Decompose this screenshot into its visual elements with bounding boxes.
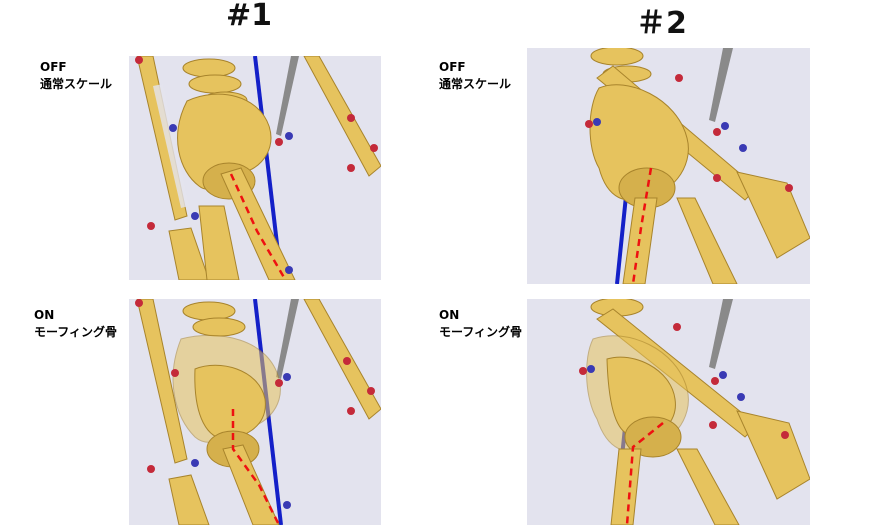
markers — [135, 299, 375, 509]
dashed-line — [625, 422, 664, 525]
instrument — [709, 299, 733, 369]
row-label-on-2: ON モーフィング骨 — [439, 307, 522, 341]
state-text: ON — [439, 308, 460, 322]
column-header-1: #1 — [226, 0, 273, 33]
left-arm — [136, 299, 210, 525]
femur — [610, 448, 740, 525]
row-label-on-1: ON モーフィング骨 — [34, 307, 117, 341]
instrument — [276, 56, 299, 136]
dashed-line — [631, 167, 653, 284]
instrument — [709, 48, 733, 122]
desc-text: 通常スケール — [40, 77, 113, 91]
state-text: OFF — [40, 60, 67, 74]
panel-2-on — [527, 299, 810, 525]
desc-text: モーフィング骨 — [34, 325, 118, 339]
column-header-2: ＃2 — [636, 6, 687, 41]
panel-1-off — [129, 56, 381, 280]
markers — [135, 56, 378, 274]
dashed-line — [231, 409, 281, 525]
left-arm — [136, 56, 210, 280]
right-arm — [303, 299, 381, 420]
skeleton-render — [135, 299, 381, 525]
panel-2-off — [527, 48, 810, 284]
blue-line — [253, 56, 281, 262]
pelvis — [589, 84, 689, 209]
dashed-line — [229, 173, 287, 280]
state-text: OFF — [439, 60, 466, 74]
right-arm — [303, 56, 381, 177]
row-label-off-2: OFF 通常スケール — [439, 59, 511, 93]
skeleton-render — [585, 48, 810, 284]
skeleton-render — [579, 299, 810, 525]
pelvis — [177, 93, 272, 200]
morphed-pelvis — [586, 335, 689, 458]
state-text: ON — [34, 308, 55, 322]
spine — [182, 301, 246, 337]
skeleton-render — [135, 56, 381, 280]
femur — [198, 167, 296, 280]
morphed-pelvis — [172, 334, 281, 468]
panel-1-on — [129, 299, 381, 525]
desc-text: モーフィング骨 — [439, 325, 523, 339]
femur — [222, 444, 280, 525]
row-label-off-1: OFF 通常スケール — [40, 59, 112, 93]
instrument — [276, 299, 299, 379]
markers — [579, 323, 789, 439]
markers — [585, 74, 793, 192]
desc-text: 通常スケール — [439, 77, 512, 91]
